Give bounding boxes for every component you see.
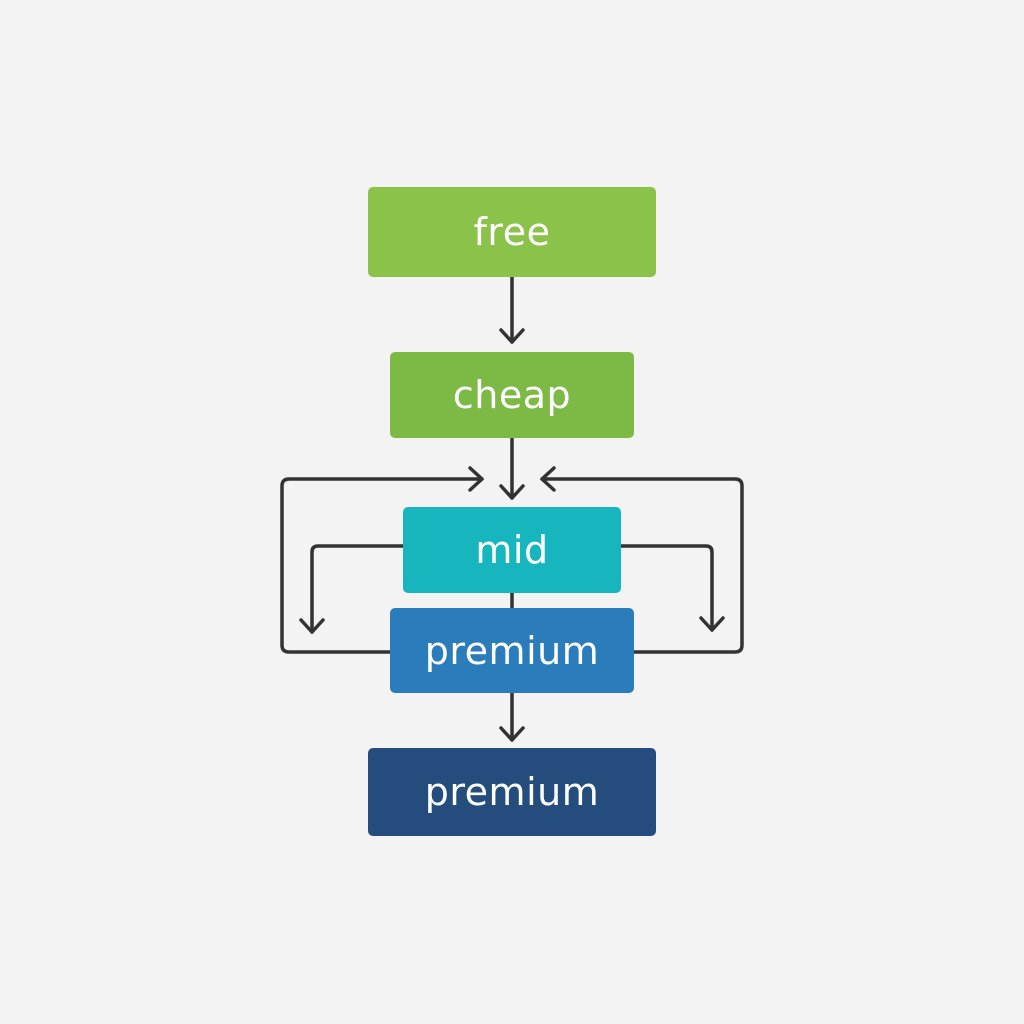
edge-free-to-cheap bbox=[499, 275, 525, 344]
node-premium-final: premium bbox=[368, 748, 656, 836]
node-premium-label: premium bbox=[424, 628, 600, 673]
node-mid-label: mid bbox=[475, 528, 549, 572]
edge-premium-to-mid-left bbox=[280, 466, 484, 654]
edge-premium-to-premium-final bbox=[499, 691, 525, 742]
edge-mid-to-premium-left bbox=[299, 544, 405, 634]
node-cheap-label: cheap bbox=[452, 373, 572, 417]
edge-premium-to-mid-right bbox=[540, 466, 744, 654]
edge-cheap-to-mid bbox=[499, 436, 525, 500]
edge-mid-to-premium-right bbox=[619, 544, 725, 632]
node-free-label: free bbox=[473, 210, 551, 254]
node-premium: premium bbox=[390, 608, 634, 693]
node-cheap: cheap bbox=[390, 352, 634, 438]
node-free: free bbox=[368, 187, 656, 277]
node-premium-final-label: premium bbox=[424, 770, 600, 814]
node-mid: mid bbox=[403, 507, 621, 593]
